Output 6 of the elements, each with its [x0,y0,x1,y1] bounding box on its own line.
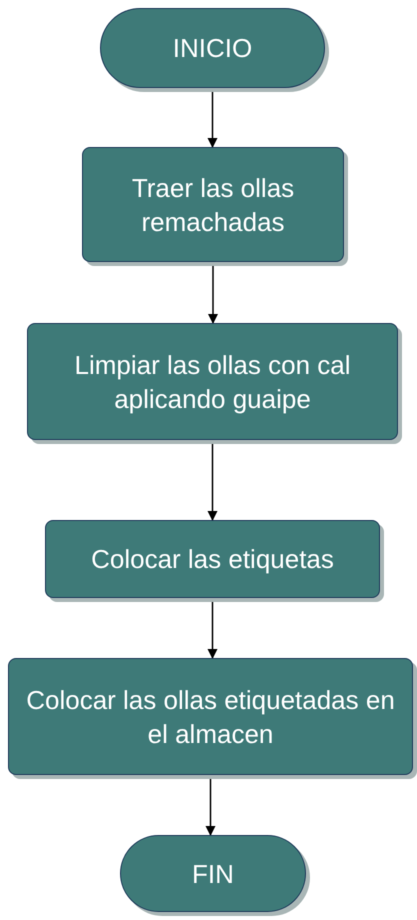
node-text: Colocar las ollas etiquetadas en el almacen [25,684,396,750]
node-text: FIN [192,858,234,890]
node-text: Traer las ollas remachadas [130,172,296,238]
node-text: Colocar las etiquetas [91,543,334,576]
node-text: INICIO [172,32,252,65]
node-text: Limpiar las ollas con cal aplicando guaipe [73,348,352,416]
